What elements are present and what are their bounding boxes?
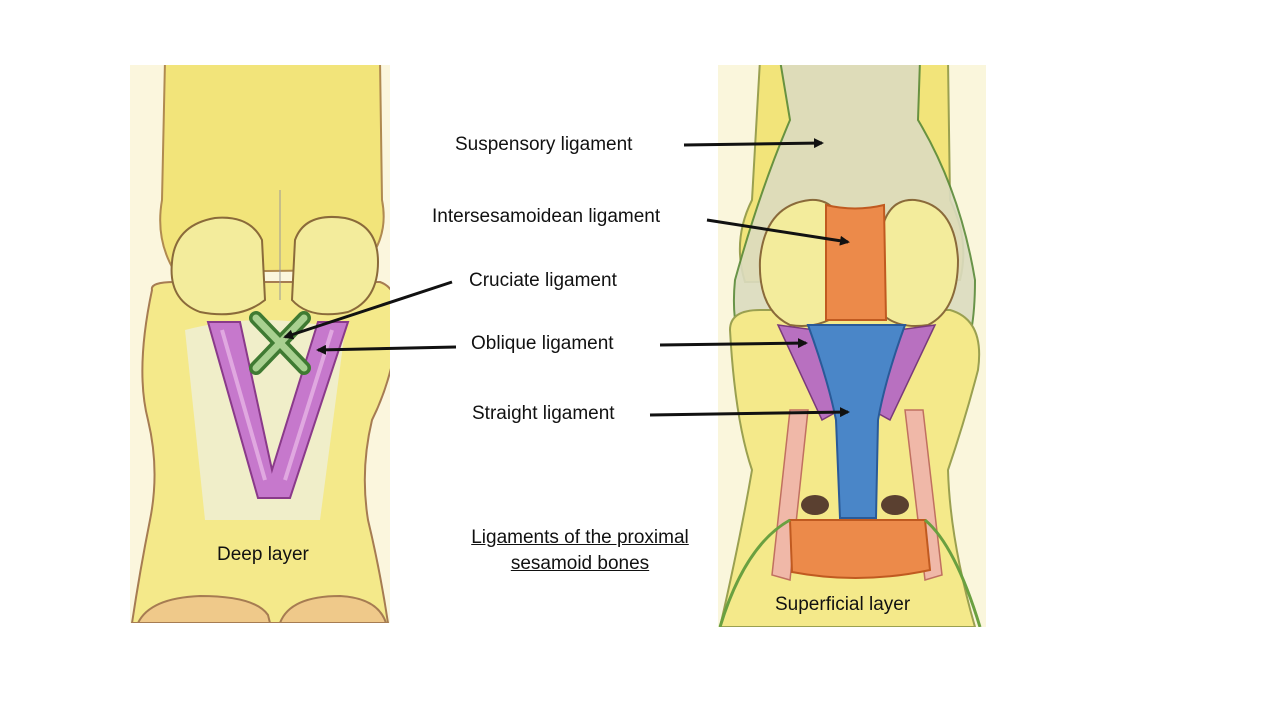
distal-scutum [788,519,932,579]
arrow-oblique-left [316,344,457,355]
straight-ligament [806,324,907,519]
outer-outline [718,518,982,627]
diagram-title: Ligaments of the proximal sesamoid bones [445,525,715,577]
sesamoid-right [290,216,380,316]
arrow-suspensory [683,138,824,149]
arrow-straight [649,407,850,418]
label-oblique-ligament: Oblique ligament [471,333,614,354]
bone-knob-right [881,495,909,515]
label-deep-layer: Deep layer [217,544,309,565]
label-straight-ligament: Straight ligament [472,403,615,424]
label-suspensory-ligament: Suspensory ligament [455,134,633,155]
collateral-left [771,409,809,581]
title-line-2: sesamoid bones [510,553,650,574]
label-superficial-layer: Superficial layer [775,594,911,615]
label-intersesamoidean-ligament: Intersesamoidean ligament [432,206,661,227]
title-line-1: Ligaments of the proximal [471,527,689,548]
arrow-oblique-right [659,338,808,349]
oblique-highlight [220,329,334,481]
sesamoid-left [170,216,267,316]
cruciate-ligament-deep [249,311,311,375]
distal-condyles [136,594,388,623]
sesamoid-right-superficial [876,198,960,327]
deep-layer-drawing [130,65,390,623]
superficial-layer-drawing [718,65,986,627]
label-cruciate-ligament: Cruciate ligament [469,270,617,291]
bone-knob-left [801,495,829,515]
intersesamoidean-ligament [825,203,888,321]
arrow-cruciate [283,280,453,340]
arrow-intersesamoidean [706,218,850,246]
arrows [283,138,850,418]
